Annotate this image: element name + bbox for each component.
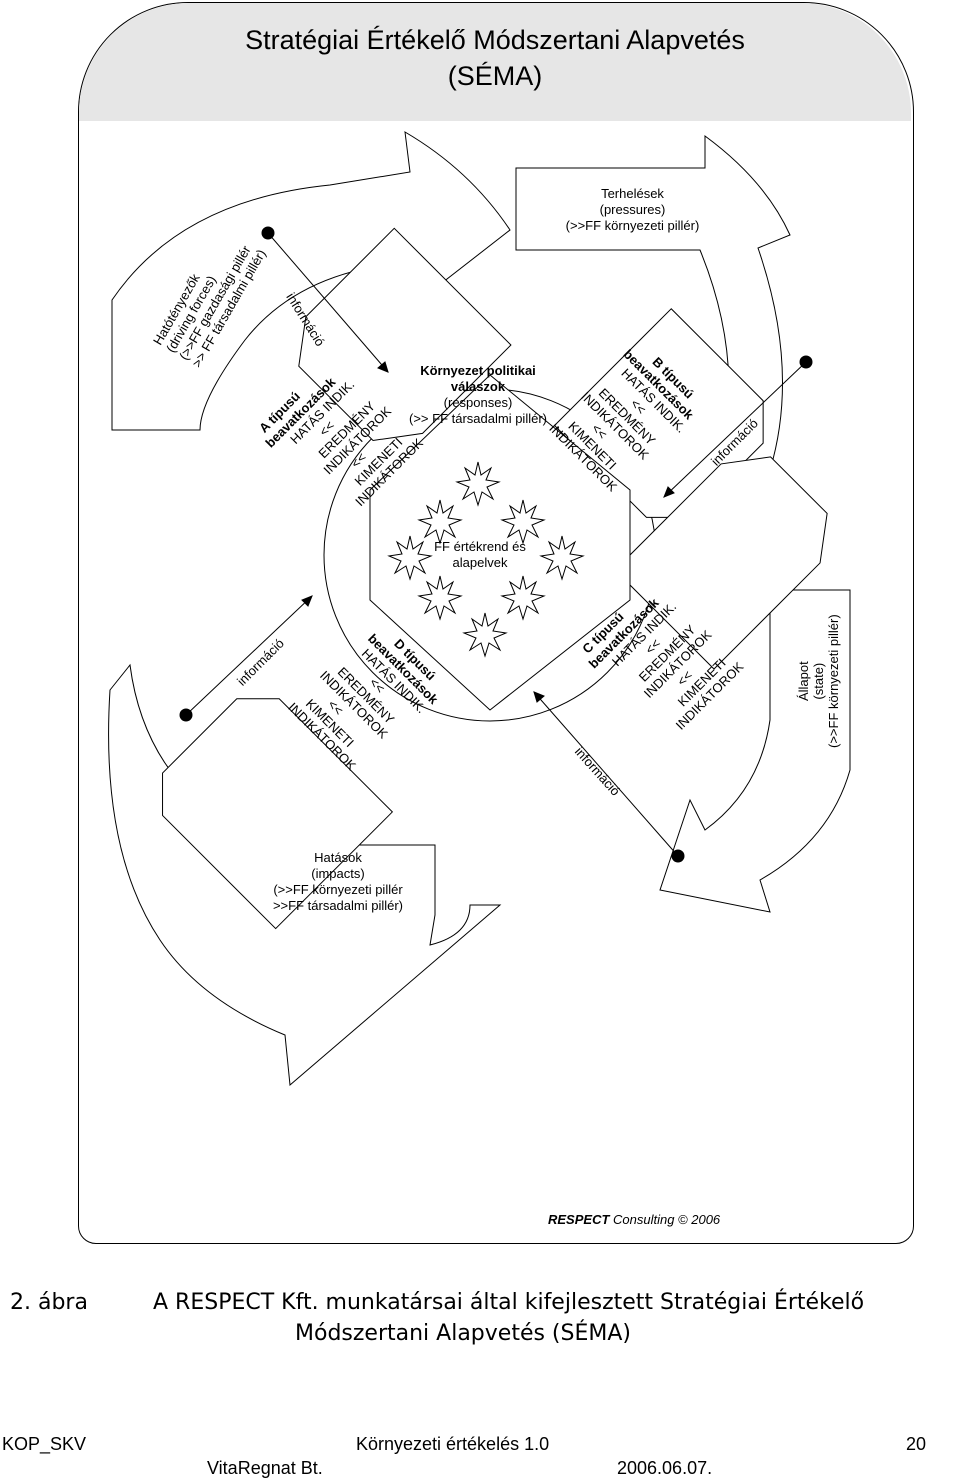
- title-band: [79, 3, 911, 121]
- info-dot: [671, 849, 685, 863]
- info-dot: [799, 355, 813, 369]
- footer-date: 2006.06.07.: [617, 1458, 713, 1478]
- star-icons: [387, 461, 585, 658]
- credit-line: RESPECT Consulting © 2006: [548, 1212, 721, 1227]
- responses-label: Környezet politikai válaszok (responses)…: [409, 363, 547, 426]
- box-type-a: [298, 227, 512, 441]
- box-type-c: [614, 456, 828, 670]
- star-icon: [387, 535, 433, 581]
- arrow-state: [659, 589, 851, 913]
- star-icon: [500, 499, 546, 545]
- star-icon: [417, 575, 463, 621]
- box-type-d: [162, 698, 394, 930]
- impacts-label: Hatások (impacts) (>>FF környezeti pillé…: [272, 850, 404, 913]
- info-connectors: [179, 226, 813, 863]
- footer-company: VitaRegnat Bt.: [207, 1458, 323, 1478]
- footer-page-number: 20: [906, 1434, 927, 1454]
- footer-left: KOP_SKV: [2, 1434, 87, 1454]
- pressures-label: Terhelések (pressures) (>>FF környezeti …: [565, 186, 700, 233]
- info-dot: [261, 226, 275, 240]
- star-icon: [455, 461, 501, 507]
- star-icon: [462, 612, 508, 658]
- values-label: FF értékrend és alapelvek: [434, 539, 526, 570]
- state-label: Állapot (state) (>>FF környezeti pillér): [796, 614, 841, 748]
- footer-center: Környezeti értékelés 1.0: [356, 1434, 550, 1454]
- star-icon: [417, 499, 463, 545]
- center-diamond: [369, 374, 631, 711]
- arrow-driving-forces: [111, 131, 511, 431]
- info-dot: [179, 708, 193, 722]
- star-icon: [539, 535, 585, 581]
- diagram-title: Stratégiai Értékelő Módszertani Alapveté…: [245, 25, 745, 91]
- star-icon: [500, 575, 546, 621]
